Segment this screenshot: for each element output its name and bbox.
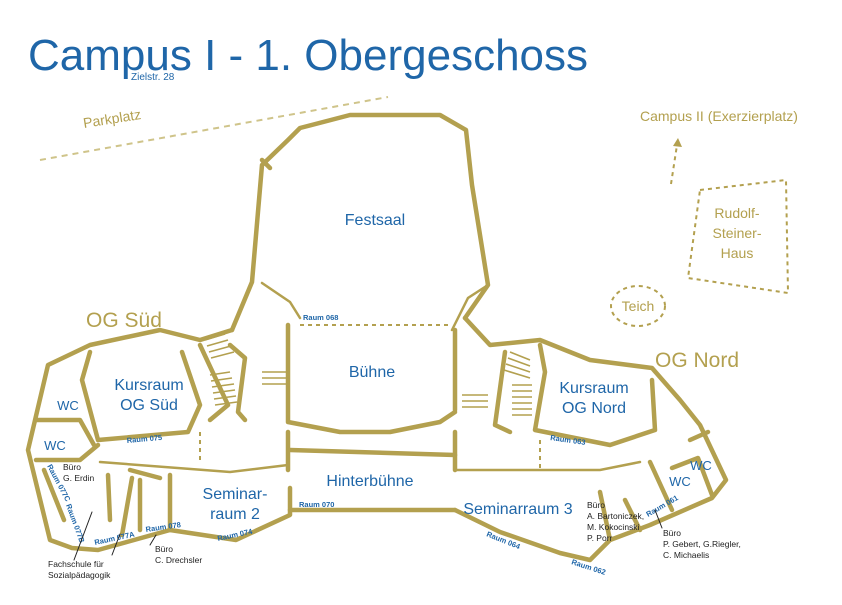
kursraum-sued-label-line2: OG Süd	[120, 397, 178, 414]
buero-bartoniczek-line3: M. Kokocinski	[587, 522, 640, 532]
festsaal-door-south	[260, 281, 302, 320]
kursraum-sued-label-line1: Kursraum	[114, 377, 183, 394]
south-stair-wall	[197, 342, 231, 423]
north-office-walls	[597, 429, 715, 543]
buero-drechsler-line2: C. Drechsler	[155, 555, 202, 565]
page-title: Campus I - 1. Obergeschoss	[28, 31, 588, 80]
wc-sued-1-label: WC	[57, 398, 79, 413]
buero-drechsler-line1: Büro	[155, 544, 173, 554]
seminarraum2-label-line1: Seminar-	[203, 486, 268, 503]
fachschule-leader-line-2	[111, 533, 121, 556]
festsaal-walls	[229, 112, 491, 333]
buero-gebert-line1: Büro	[663, 528, 681, 538]
raum-063-label: Raum 063	[550, 433, 586, 447]
buero-bartoniczek-line4: P. Porr	[587, 533, 613, 543]
south-wing-outer-walls	[25, 327, 293, 553]
haus-label-line2: Steiner-	[712, 225, 761, 241]
fachschule-line1: Fachschule für	[48, 559, 104, 569]
north-wing-outer-walls	[452, 315, 729, 563]
south-stair-wall-2	[227, 342, 248, 423]
festsaal-door-north	[450, 283, 490, 332]
wc-sued-walls	[33, 417, 101, 463]
buero-erdin-line2: G. Erdin	[63, 473, 94, 483]
buero-gebert-line3: C. Michaelis	[663, 550, 709, 560]
campus2-direction-arrow	[670, 144, 678, 185]
wc-nord-2-label: WC	[669, 474, 691, 489]
rudolf-steiner-haus-outline	[686, 178, 790, 295]
seminarraum2-label-line2: raum 2	[210, 506, 260, 523]
buehne-walls	[285, 322, 458, 435]
north-staircase	[462, 351, 532, 416]
hinterbuehne-top-wall	[287, 447, 458, 458]
kursraum-nord-walls	[532, 342, 658, 448]
raum-068-label: Raum 068	[303, 313, 338, 322]
hinterbuehne-label: Hinterbühne	[326, 473, 413, 490]
buero-bartoniczek-line1: Büro	[587, 500, 605, 510]
campus2-label: Campus II (Exerzierplatz)	[640, 108, 798, 124]
buehne-label: Bühne	[349, 364, 395, 381]
kursraum-nord-label-line2: OG Nord	[562, 400, 626, 417]
og-sued-label: OG Süd	[86, 309, 162, 332]
teich-outline	[610, 285, 666, 327]
haus-label-line1: Rudolf-	[714, 205, 759, 221]
south-office-walls	[105, 467, 173, 538]
fachschule-line2: Sozialpädagogik	[48, 570, 111, 580]
parkplatz-boundary-dashed	[39, 96, 389, 161]
teich-label: Teich	[622, 298, 655, 314]
raum-070-label: Raum 070	[299, 500, 334, 509]
arrow-head-icon	[673, 138, 682, 147]
wc-sued-2-label: WC	[44, 438, 66, 453]
north-stair-wall	[492, 349, 513, 435]
seminarraum3-label: Seminarraum 3	[463, 501, 572, 518]
buero-gebert-line2: P. Gebert, G.Riegler,	[663, 539, 741, 549]
drechsler-leader-line	[149, 534, 157, 546]
haus-label-line3: Haus	[721, 245, 754, 261]
raum-075-label: Raum 075	[126, 433, 162, 445]
raum-077b-label: Raum 077B	[64, 503, 87, 545]
fachschule-leader-line	[73, 511, 93, 561]
raum-077c-wall	[41, 467, 67, 523]
north-corridor-wall	[453, 460, 642, 472]
buero-bartoniczek-line2: A. Bartoniczek,	[587, 511, 644, 521]
kursraum-sued-walls	[79, 349, 203, 443]
og-nord-label: OG Nord	[655, 349, 739, 372]
festsaal-label: Festsaal	[345, 212, 405, 229]
south-corridor-wall	[98, 460, 290, 474]
wc-nord-1-label: WC	[690, 458, 712, 473]
parkplatz-label: Parkplatz	[82, 106, 142, 131]
page-subtitle: Zielstr. 28	[131, 72, 175, 83]
gebert-leader-line	[654, 509, 663, 529]
festsaal-corner	[259, 157, 273, 171]
south-staircase	[204, 333, 288, 406]
buero-erdin-line1: Büro	[63, 462, 81, 472]
kursraum-nord-label-line1: Kursraum	[559, 380, 628, 397]
